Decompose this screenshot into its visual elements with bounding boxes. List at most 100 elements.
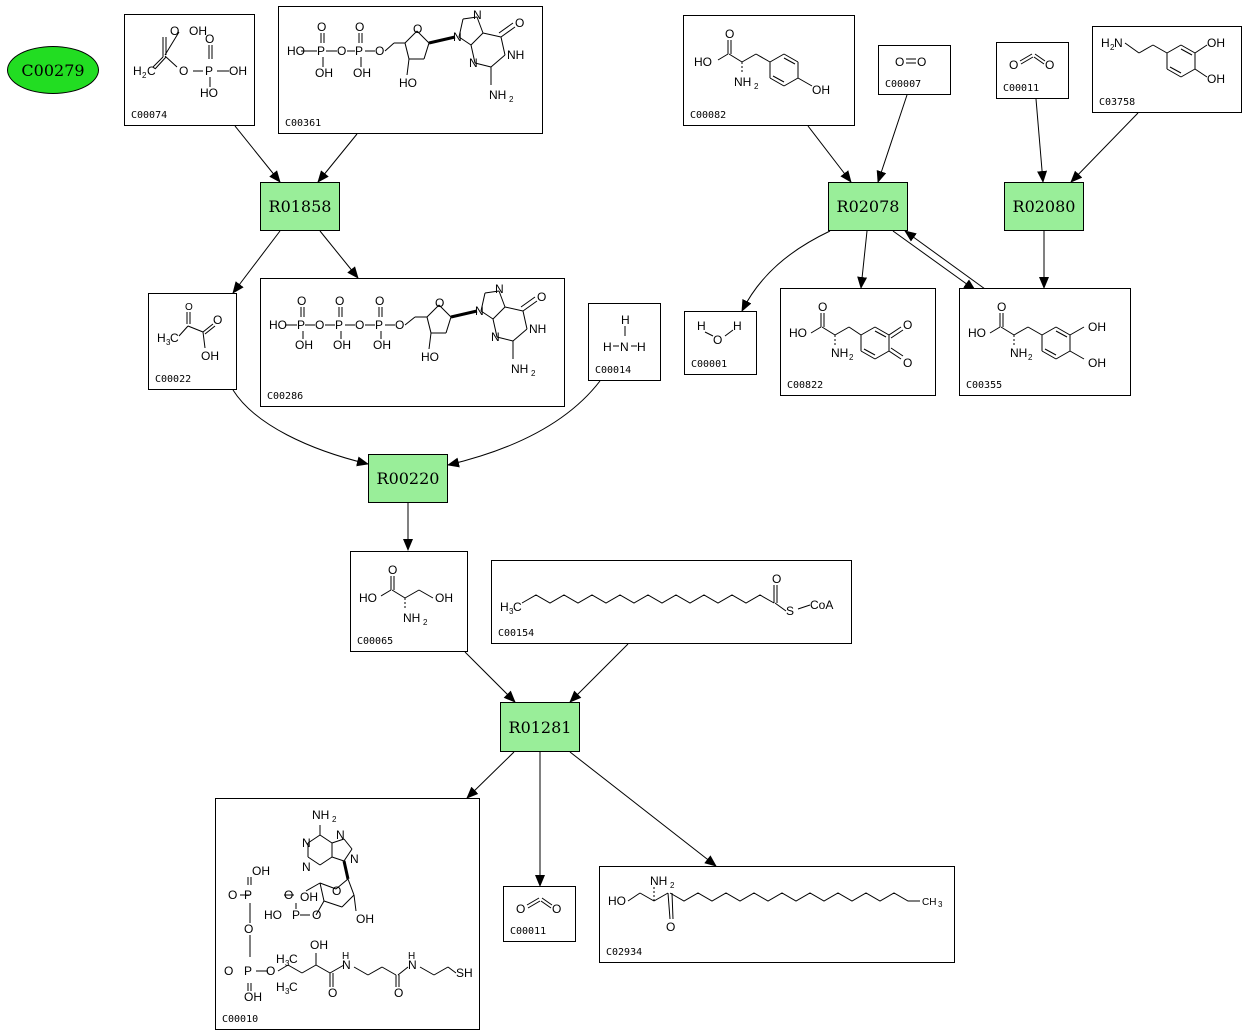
svg-text:N: N: [1114, 36, 1123, 50]
edge-c00014-r00220: [447, 380, 601, 468]
svg-text:OH: OH: [1088, 320, 1106, 334]
reaction-node-r00220[interactable]: R00220: [368, 454, 448, 503]
svg-text:HO: HO: [264, 908, 282, 922]
svg-text:O: O: [537, 290, 546, 304]
svg-text:HO: HO: [968, 326, 986, 340]
svg-text:P: P: [244, 964, 252, 978]
svg-text:H: H: [1101, 36, 1110, 50]
compound-id-label: C00001: [691, 359, 728, 370]
svg-text:OH: OH: [252, 864, 270, 878]
svg-text:O: O: [185, 302, 193, 313]
svg-text:2: 2: [509, 95, 514, 104]
svg-text:OH: OH: [812, 83, 830, 97]
svg-text:OH: OH: [300, 890, 318, 904]
compound-id-label: C00082: [690, 110, 727, 121]
svg-text:HO: HO: [789, 326, 807, 340]
svg-text:NH: NH: [403, 611, 420, 625]
svg-text:O: O: [312, 908, 321, 922]
svg-text:O: O: [375, 294, 384, 308]
compound-id-label: C00074: [131, 110, 168, 121]
svg-text:C: C: [289, 952, 298, 966]
svg-text:H: H: [276, 980, 285, 994]
svg-text:P: P: [335, 318, 343, 332]
svg-text:N: N: [302, 860, 311, 874]
svg-text:N: N: [408, 958, 417, 972]
svg-text:2: 2: [849, 353, 854, 362]
compound-id-label: C00822: [787, 380, 824, 391]
svg-text:O: O: [552, 902, 561, 916]
compound-id-label: C00154: [498, 628, 535, 639]
reaction-node-r02080[interactable]: R02080: [1004, 182, 1084, 231]
svg-text:NH: NH: [511, 362, 528, 376]
reaction-node-r02078[interactable]: R02078: [828, 182, 908, 231]
reaction-node-r01281[interactable]: R01281: [500, 702, 580, 752]
svg-text:NH: NH: [507, 48, 524, 62]
svg-text:H: H: [276, 952, 285, 966]
svg-text:O: O: [375, 44, 384, 58]
edge-c00011a-r02080: [1035, 98, 1048, 183]
svg-text:OH: OH: [1207, 36, 1225, 50]
reaction-node-r01858[interactable]: R01858: [260, 182, 340, 231]
svg-text:H: H: [133, 64, 142, 78]
svg-text:NH: NH: [650, 874, 667, 888]
svg-text:NH: NH: [529, 322, 546, 336]
svg-text:CH: CH: [922, 897, 936, 908]
svg-text:CoA: CoA: [810, 598, 833, 612]
svg-text:O: O: [328, 986, 337, 1000]
edge-c00022-r00220: [232, 389, 369, 467]
svg-text:O: O: [213, 313, 222, 327]
svg-text:NH: NH: [1010, 346, 1027, 360]
svg-text:N: N: [453, 30, 462, 44]
svg-text:HO: HO: [200, 86, 218, 100]
svg-text:HO: HO: [421, 350, 439, 364]
svg-text:2: 2: [1110, 43, 1115, 52]
svg-text:C: C: [147, 64, 156, 78]
svg-text:H: H: [603, 340, 612, 354]
svg-text:O: O: [818, 300, 827, 314]
compound-id-label: C00286: [267, 391, 304, 402]
svg-text:3: 3: [285, 959, 290, 968]
svg-text:N: N: [336, 828, 345, 842]
svg-text:O: O: [515, 16, 524, 30]
svg-text:3: 3: [509, 607, 514, 616]
svg-text:O: O: [394, 986, 403, 1000]
compound-id-label: C00007: [885, 79, 922, 90]
svg-text:N: N: [620, 340, 629, 354]
svg-text:O: O: [355, 20, 364, 34]
svg-text:O: O: [355, 318, 364, 332]
svg-text:HO: HO: [359, 591, 377, 605]
svg-text:O: O: [224, 964, 233, 978]
compound-id-label: C00011: [1003, 83, 1040, 94]
svg-text:OH: OH: [189, 24, 207, 38]
edge-c00154-r01281: [569, 643, 629, 703]
edge-r02078-c00822: [857, 230, 868, 289]
svg-text:P: P: [244, 888, 252, 902]
svg-text:2: 2: [531, 369, 536, 378]
svg-text:2: 2: [670, 881, 675, 890]
compound-node-c00279[interactable]: C00279: [7, 46, 99, 94]
